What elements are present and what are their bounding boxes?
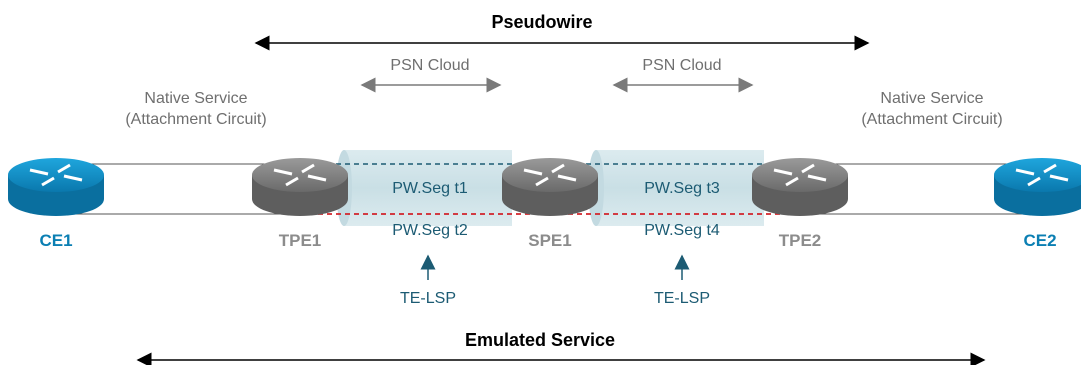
router-ce2-icon bbox=[994, 158, 1081, 216]
node-spe1-label: SPE1 bbox=[528, 231, 572, 250]
router-tpe2-icon bbox=[752, 158, 848, 216]
te-lsp-label-2: TE-LSP bbox=[653, 290, 710, 307]
segment-t2-label: PW.Seg t2 bbox=[392, 222, 468, 239]
native-service-left-line2: (Attachment Circuit) bbox=[125, 111, 267, 128]
segment-t1-label: PW.Seg t1 bbox=[392, 180, 468, 197]
node-tpe2-label: TPE2 bbox=[778, 231, 822, 250]
segment-t3-label: PW.Seg t3 bbox=[644, 180, 720, 197]
node-tpe1-label: TPE1 bbox=[278, 231, 322, 250]
node-ce1-label: CE1 bbox=[39, 231, 73, 250]
router-ce1-icon bbox=[8, 158, 104, 216]
te-lsp-label-1: TE-LSP bbox=[399, 290, 456, 307]
psn-cloud-label-1: PSN Cloud bbox=[390, 57, 470, 74]
emulated-service-title: Emulated Service bbox=[464, 330, 616, 350]
psn-cloud-label-2: PSN Cloud bbox=[642, 57, 722, 74]
native-service-left-line1: Native Service bbox=[144, 90, 248, 107]
router-tpe1-icon bbox=[252, 158, 348, 216]
native-service-right-line1: Native Service bbox=[880, 90, 984, 107]
node-ce2-label: CE2 bbox=[1023, 231, 1057, 250]
router-spe1-icon bbox=[502, 158, 598, 216]
native-service-right-line2: (Attachment Circuit) bbox=[861, 111, 1003, 128]
segment-t4-label: PW.Seg t4 bbox=[644, 222, 720, 239]
pseudowire-title: Pseudowire bbox=[491, 12, 593, 32]
